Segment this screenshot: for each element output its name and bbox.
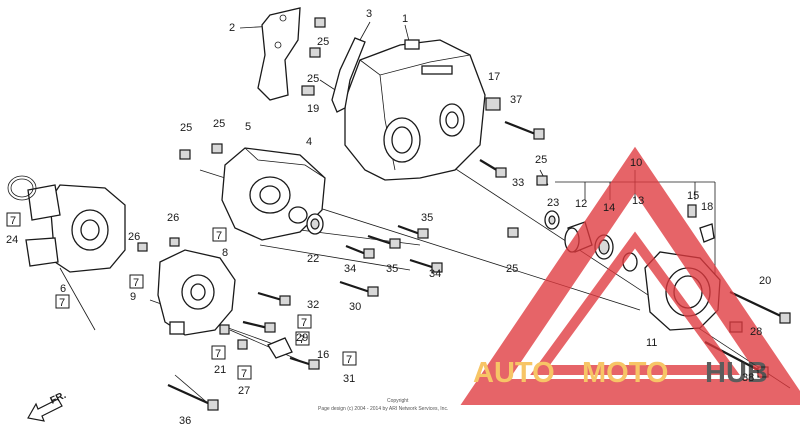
boxed-mark: 7: [133, 277, 139, 289]
callout-25c: 25: [180, 122, 192, 134]
callout-10: 10: [630, 157, 642, 169]
callout-9: 9: [130, 291, 136, 303]
callout-35b: 35: [386, 263, 398, 275]
callout-16: 16: [317, 349, 329, 361]
watermark-moto: MOTO: [582, 357, 668, 389]
callout-6: 6: [60, 283, 66, 295]
clip-16: [267, 337, 293, 359]
cover-6: [7, 175, 126, 273]
watermark-triangle-inner: [530, 231, 740, 375]
callout-30: 30: [349, 301, 361, 313]
callout-2: 2: [229, 22, 235, 34]
callout-37: 37: [510, 94, 522, 106]
bolt-19: [301, 85, 315, 96]
callout-29: 29: [296, 332, 308, 344]
callout-18: 18: [701, 201, 713, 213]
watermark-auto: AUTO: [473, 357, 555, 389]
callout-25d: 25: [213, 118, 225, 130]
callout-34b: 34: [429, 268, 441, 280]
callout-14: 14: [603, 202, 615, 214]
callout-1: 1: [402, 13, 408, 25]
callout-32: 32: [307, 299, 319, 311]
callout-31: 31: [343, 373, 355, 385]
bracket-3: [331, 37, 366, 113]
callout-25a: 25: [317, 36, 329, 48]
callout-11: 11: [646, 337, 657, 349]
copyright-line: Page design (c) 2004 - 2014 by ARI Netwo…: [318, 406, 448, 412]
callout-15: 15: [687, 190, 699, 202]
boxed-mark: 7: [10, 215, 16, 227]
seal-22: [306, 213, 324, 235]
copyright: Copyright Page design (c) 2004 - 2014 by…: [318, 398, 448, 412]
callout-36: 36: [179, 415, 191, 427]
callouts: 1 2 3 4 5 6 8 9 10 11 12 13 14 15 16 17 …: [6, 8, 771, 427]
callout-27: 27: [238, 385, 250, 397]
callout-20: 20: [759, 275, 771, 287]
boxed-mark: 7: [216, 230, 222, 242]
callout-26a: 26: [167, 212, 179, 224]
callout-3: 3: [366, 8, 372, 20]
front-arrow: FR.: [27, 390, 68, 422]
callout-25b: 25: [307, 73, 319, 85]
fitting-15: [687, 204, 697, 218]
front-label: FR.: [49, 390, 68, 407]
callout-23: 23: [547, 197, 559, 209]
boxed-marks: 7 7 7 7 7 7 7 7 7: [6, 212, 357, 380]
boxed-mark: 7: [299, 334, 305, 346]
callout-4: 4: [306, 136, 312, 148]
elbow-18: [699, 223, 715, 243]
callout-12: 12: [575, 198, 587, 210]
boxed-mark: 7: [346, 354, 352, 366]
copyright-title: Copyright: [387, 398, 409, 404]
spacers-25: [137, 17, 548, 252]
callout-5: 5: [245, 121, 251, 133]
callout-19: 19: [307, 103, 319, 115]
callout-17: 17: [488, 71, 500, 83]
case-5: [221, 147, 326, 241]
front-arrow-icon: [27, 398, 63, 422]
watermark: AUTO MOTO HUB: [460, 146, 800, 405]
callout-22: 22: [307, 253, 319, 265]
seal-23: [544, 210, 560, 230]
callout-8: 8: [222, 247, 228, 259]
callout-21: 21: [214, 364, 226, 376]
watermark-hub: HUB: [705, 357, 768, 389]
callout-25e: 25: [535, 154, 547, 166]
bracket-2: [257, 7, 301, 101]
boxed-mark: 7: [215, 348, 221, 360]
watermark-triangle: [460, 146, 800, 405]
clip-17: [485, 97, 501, 111]
callout-33: 33: [512, 177, 524, 189]
callout-26b: 26: [128, 231, 140, 243]
callout-25f: 25: [506, 263, 518, 275]
boxed-mark: 7: [301, 317, 307, 329]
callout-38: 38: [742, 372, 754, 384]
boxed-mark: 7: [241, 368, 247, 380]
callout-34a: 34: [344, 263, 356, 275]
callout-28: 28: [750, 326, 762, 338]
boxed-mark: 7: [59, 297, 65, 309]
housing-1: [344, 39, 486, 181]
callout-24: 24: [6, 234, 18, 246]
cover-8: [157, 249, 236, 336]
callout-35a: 35: [421, 212, 433, 224]
callout-13: 13: [632, 195, 644, 207]
